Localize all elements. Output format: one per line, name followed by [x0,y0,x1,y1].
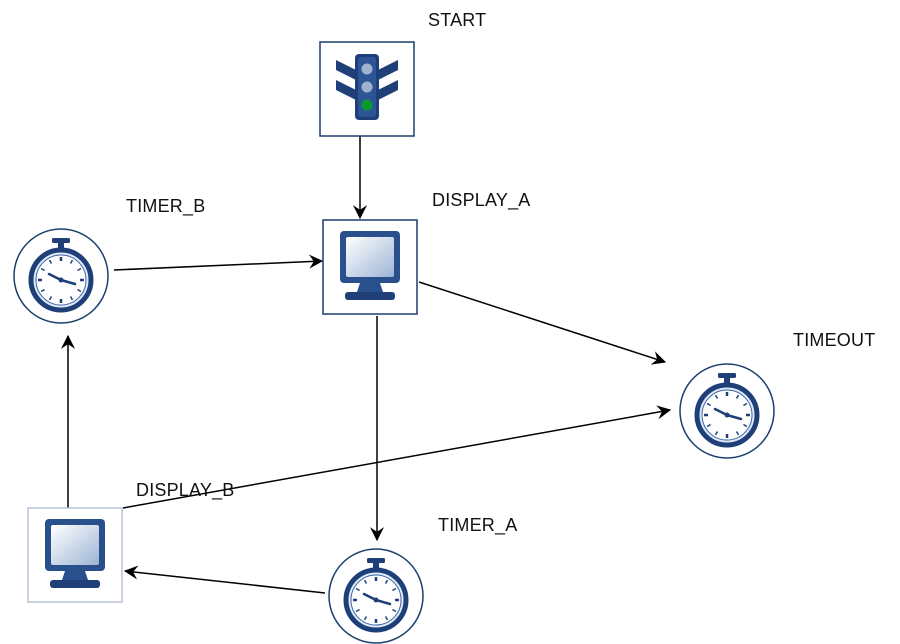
stopwatch-icon [679,363,775,459]
label-start: START [428,10,487,30]
label-timer-a: TIMER_A [438,515,518,535]
label-timer-b: TIMER_B [126,196,206,216]
edge-timer-a-to-display-b [123,565,326,594]
label-display-a: DISPLAY_A [432,190,531,210]
node-timer-b[interactable] [13,228,109,324]
edge-timer-b-to-display-a [113,254,324,271]
label-display-b: DISPLAY_B [136,480,235,500]
node-timer-a[interactable] [328,548,424,644]
timers [13,228,775,644]
node-start[interactable] [319,41,415,137]
label-timeout: TIMEOUT [793,330,876,350]
node-timeout[interactable] [679,363,775,459]
node-display-b[interactable] [27,507,123,603]
stopwatch-icon [328,548,424,644]
traffic-light-icon [336,54,398,120]
edge-display-b-to-timeout [122,405,672,509]
stopwatch-icon [13,228,109,324]
edge-display-a-to-timeout [418,281,667,365]
monitor-icon [45,519,105,588]
node-display-a[interactable] [322,219,418,315]
edges [61,136,672,594]
monitor-icon [340,231,400,300]
